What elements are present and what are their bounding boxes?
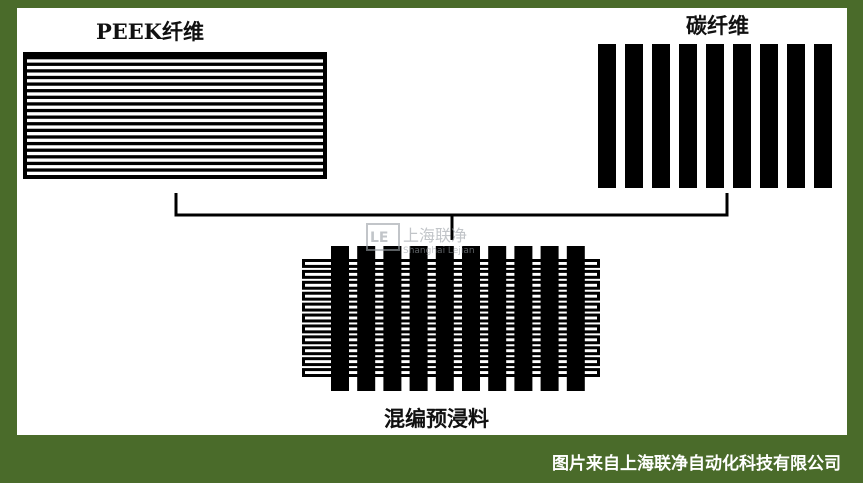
hybrid-carbon-bar — [540, 246, 559, 391]
image-credit: 图片来自上海联净自动化科技有限公司 — [552, 454, 841, 474]
hybrid-prepreg-label: 混编预浸料 — [384, 406, 489, 431]
hybrid-prepreg-block — [302, 246, 600, 391]
carbon-bar — [598, 44, 616, 188]
peek-stripe-gap — [27, 118, 323, 123]
hybrid-carbon-bar — [488, 246, 507, 391]
peek-stripe-gap — [27, 158, 323, 162]
hybrid-carbon-bar — [331, 246, 349, 391]
watermark-subtitle: Shanghai Lejian — [403, 246, 475, 256]
hybrid-carbon-bar — [566, 246, 585, 391]
peek-stripe-gap — [27, 72, 323, 76]
peek-fiber-label: PEEK纤维 — [96, 19, 205, 44]
watermark-logo-box — [366, 223, 400, 251]
peek-stripe-gap — [27, 138, 323, 142]
hybrid-carbon-bar — [357, 246, 376, 391]
carbon-bar — [814, 44, 832, 188]
peek-stripe-gap — [27, 171, 323, 175]
carbon-bar — [625, 44, 643, 188]
carbon-bar — [652, 44, 670, 188]
peek-stripe-gap — [27, 92, 323, 96]
carbon-bar — [679, 44, 697, 188]
connector-lines — [174, 193, 729, 240]
peek-stripe-gap — [27, 59, 323, 63]
peek-stripe-gap — [27, 98, 323, 103]
watermark-company: 上海联净 — [403, 226, 467, 245]
hybrid-carbon-bar — [435, 246, 454, 391]
peek-stripe-gap — [27, 105, 323, 109]
carbon-bar — [760, 44, 778, 188]
watermark-logo: LE — [370, 230, 388, 246]
peek-stripe-gap — [27, 165, 323, 169]
carbon-fiber-label: 碳纤维 — [686, 13, 749, 38]
peek-stripe-gap — [27, 65, 323, 70]
carbon-fiber-block — [598, 44, 832, 188]
hybrid-carbon-bar — [383, 246, 402, 391]
watermark: LE 上海联净 Shanghai Lejian — [366, 223, 475, 256]
carbon-bar — [787, 44, 805, 188]
peek-stripe-gap — [27, 125, 323, 129]
peek-fiber-block — [23, 52, 327, 179]
peek-stripe-gap — [27, 112, 323, 116]
peek-stripe-gap — [27, 85, 323, 90]
hybrid-carbon-bar — [462, 246, 480, 391]
peek-stripe-gap — [27, 132, 323, 136]
peek-stripe-gap — [27, 151, 323, 156]
hybrid-carbon-bar — [409, 246, 428, 391]
carbon-bar — [706, 44, 724, 188]
peek-stripe-gap — [27, 79, 323, 83]
peek-stripe-gap — [27, 145, 323, 149]
carbon-bar — [733, 44, 751, 188]
hybrid-carbon-bar — [514, 246, 533, 391]
